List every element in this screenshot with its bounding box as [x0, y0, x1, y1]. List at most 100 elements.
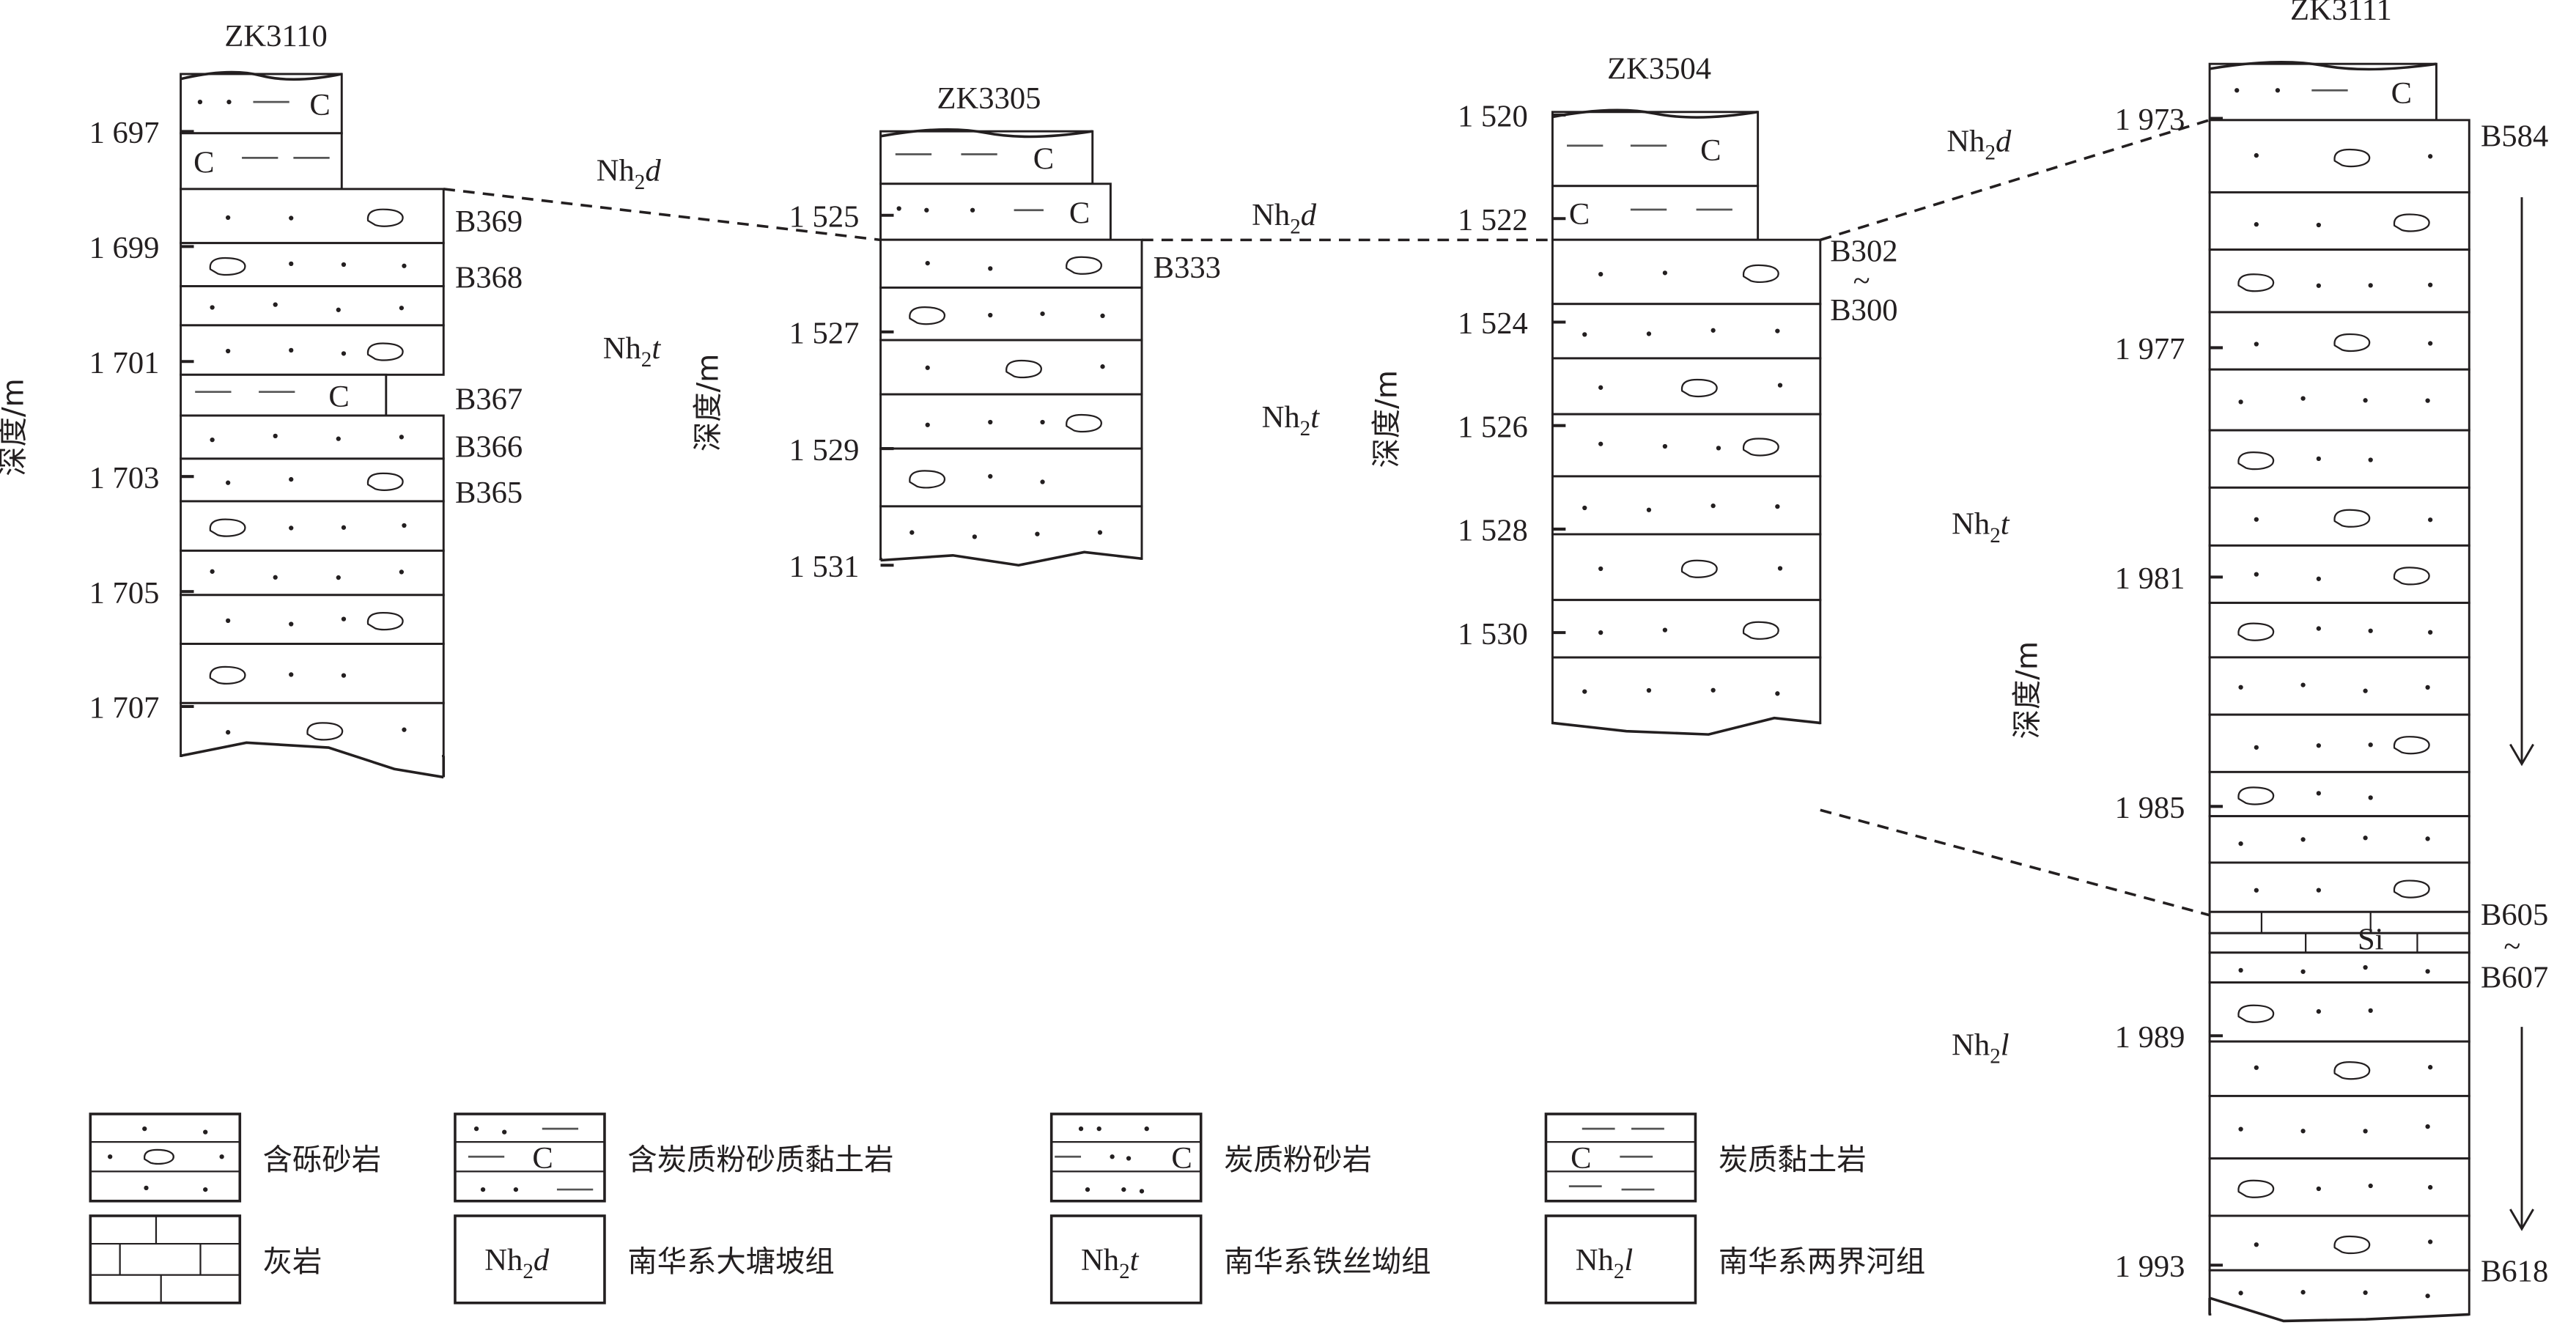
carbon-symbol: C	[309, 88, 330, 122]
legend-formation-code: Nh2l	[1576, 1243, 1633, 1283]
bed-carbonaceous-claystone: C	[180, 373, 388, 417]
sand-dot-symbol	[2300, 969, 2306, 974]
bed-pebbly-sandstone	[180, 324, 445, 376]
sand-dot-symbol	[2425, 398, 2430, 403]
bed-outline	[879, 339, 1143, 396]
sand-dot-symbol	[1646, 687, 1652, 693]
sand-dot-symbol	[1040, 479, 1045, 484]
sample-label: B367	[455, 382, 523, 416]
sand-dot-symbol	[2238, 967, 2243, 973]
formation-label-nh2d: Nh2d	[1946, 124, 2012, 164]
sand-dot-symbol	[1040, 419, 1045, 425]
sand-dot-symbol	[289, 347, 294, 353]
legend-formation-code: Nh2t	[1081, 1243, 1140, 1283]
pebble-symbol	[1681, 378, 1718, 398]
pebble-symbol	[209, 665, 246, 685]
bed-outline	[180, 500, 445, 552]
sand-dot-symbol	[226, 618, 231, 624]
sand-dot-symbol	[2254, 572, 2259, 577]
sand-dot-symbol	[925, 260, 930, 266]
bed-sandstone	[1551, 303, 1822, 360]
legend-item-pebbly-sandstone: 含砾砂岩	[89, 1113, 381, 1203]
bed-pebbly-sandstone	[2208, 429, 2470, 489]
legend-label: 炭质粉砂岩	[1224, 1143, 1372, 1177]
sand-dot-symbol	[219, 1154, 224, 1159]
bed-outline	[2208, 951, 2470, 984]
depth-tick-label: 1 981	[2115, 561, 2185, 596]
sand-dot-symbol	[1139, 1189, 1145, 1194]
formation-label-nh2t: Nh2t	[603, 331, 662, 372]
bed-sandstone	[2208, 815, 2470, 864]
legend-label: 南华系两界河组	[1719, 1244, 1925, 1279]
legend-item-Nh2l: Nh2l 南华系两界河组	[1544, 1214, 1925, 1305]
pebble-symbol	[2333, 148, 2371, 168]
sand-dot-symbol	[1775, 503, 1780, 509]
depth-axis-label: 深度/m	[2010, 641, 2045, 739]
bed-sandstone	[879, 505, 1143, 560]
bed-outline	[1551, 357, 1822, 416]
sand-dot-symbol	[341, 525, 347, 530]
sand-dot-symbol	[2425, 836, 2430, 841]
depth-tick-label: 1 989	[2115, 1020, 2185, 1055]
sand-dot-symbol	[2300, 1290, 2306, 1295]
arrow-down-icon	[2509, 743, 2534, 767]
sand-dot-symbol	[1598, 566, 1603, 572]
sample-label: B302	[1830, 235, 1897, 269]
depth-tick-label: 1 527	[789, 317, 860, 351]
bed-pebbly-sandstone	[2208, 602, 2470, 659]
bed-outline	[2208, 486, 2470, 547]
sand-dot-symbol	[2428, 1239, 2433, 1244]
sand-dot-symbol	[289, 215, 294, 221]
bed-carbonaceous-siltstone: C	[879, 182, 1112, 241]
sand-dot-symbol	[1121, 1187, 1126, 1192]
depth-tick-label: 1 526	[1458, 410, 1528, 444]
bed-outline	[2208, 770, 2470, 818]
sand-dot-symbol	[2428, 517, 2433, 523]
sand-dot-symbol	[2316, 626, 2321, 631]
sand-dot-symbol	[1662, 627, 1668, 632]
bed-outline	[879, 130, 1094, 185]
sand-dot-symbol	[210, 437, 215, 443]
sand-dot-symbol	[289, 476, 294, 482]
bed-pebbly-sandstone	[1551, 238, 1822, 306]
pebble-symbol	[1681, 559, 1718, 578]
bed-outline	[2208, 981, 2470, 1043]
depth-tick-label: 1 701	[89, 346, 160, 380]
bed-outline	[1551, 185, 1760, 241]
sand-dot-symbol	[2316, 456, 2321, 462]
sample-label: B365	[455, 476, 523, 510]
bed-pebbly-sandstone	[2208, 1157, 2470, 1217]
sand-dot-symbol	[289, 525, 294, 531]
depth-tick-label: 1 531	[789, 550, 860, 584]
depth-tick-label: 1 524	[1458, 306, 1528, 341]
legend-label: 灰岩	[263, 1244, 322, 1279]
depth-axis-label: 深度/m	[1369, 370, 1403, 468]
bed-carbonaceous-silty-claystone: C	[2208, 62, 2437, 122]
bed-carbonaceous-claystone: C	[180, 132, 343, 191]
sand-dot-symbol	[226, 215, 231, 221]
sand-dot-symbol	[226, 730, 231, 735]
pebble-symbol	[2333, 1235, 2371, 1255]
pebble-symbol	[209, 257, 246, 276]
carbon-symbol: C	[1571, 1141, 1591, 1176]
sand-dot-symbol	[1777, 383, 1783, 388]
bed-carbonaceous-claystone: C	[1551, 185, 1760, 241]
bed-sandstone	[180, 549, 445, 597]
sand-dot-symbol	[2363, 835, 2368, 841]
bed-outline	[2208, 713, 2470, 773]
pebble-symbol	[366, 342, 404, 361]
sand-dot-symbol	[2316, 1186, 2321, 1192]
sand-dot-symbol	[2316, 888, 2321, 893]
bed-pebbly-sandstone	[2208, 486, 2470, 547]
sand-dot-symbol	[2425, 969, 2430, 974]
bed-pebbly-sandstone	[2208, 1214, 2470, 1272]
sand-dot-symbol	[399, 569, 405, 575]
sample-label: B605	[2481, 898, 2548, 932]
sand-dot-symbol	[2428, 282, 2433, 287]
bed-sandstone	[2208, 951, 2470, 984]
legend-label: 南华系铁丝坳组	[1224, 1244, 1431, 1279]
bed-outline	[2208, 910, 2470, 934]
core-top-break	[880, 128, 1093, 139]
